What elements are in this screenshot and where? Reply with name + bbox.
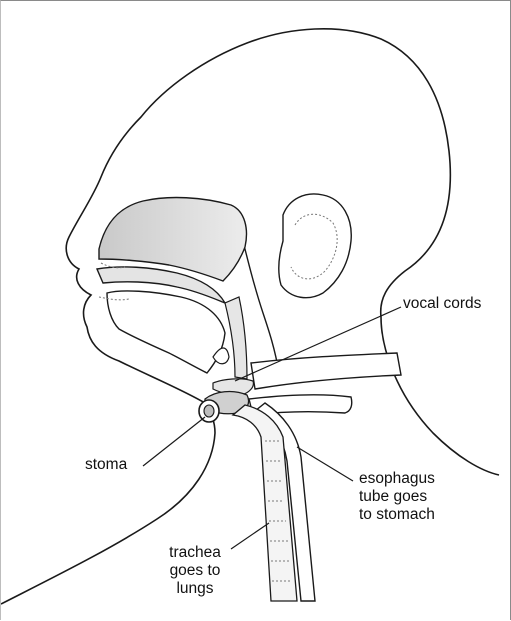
leader-stoma (143, 417, 205, 466)
label-vocal-cords-text: vocal cords (403, 295, 481, 313)
oral-cavity (107, 291, 225, 373)
leader-esophagus (297, 447, 353, 481)
label-trachea-line-2: goes to (149, 562, 241, 580)
stoma-inner (204, 405, 214, 417)
label-esophagus-line-2: tube goes (359, 488, 435, 506)
label-trachea-line-3: lungs (149, 580, 241, 598)
label-stoma-text: stoma (85, 456, 127, 474)
label-trachea-line-1: trachea (149, 544, 241, 562)
label-trachea: trachea goes to lungs (149, 544, 241, 598)
label-vocal-cords: vocal cords (403, 295, 481, 313)
label-esophagus-line-1: esophagus (359, 470, 435, 488)
label-stoma: stoma (85, 456, 127, 474)
pharynx (225, 297, 247, 379)
label-esophagus-line-3: to stomach (359, 506, 435, 524)
label-esophagus: esophagus tube goes to stomach (359, 470, 435, 524)
neck-collar (251, 353, 401, 389)
ear (279, 194, 351, 298)
